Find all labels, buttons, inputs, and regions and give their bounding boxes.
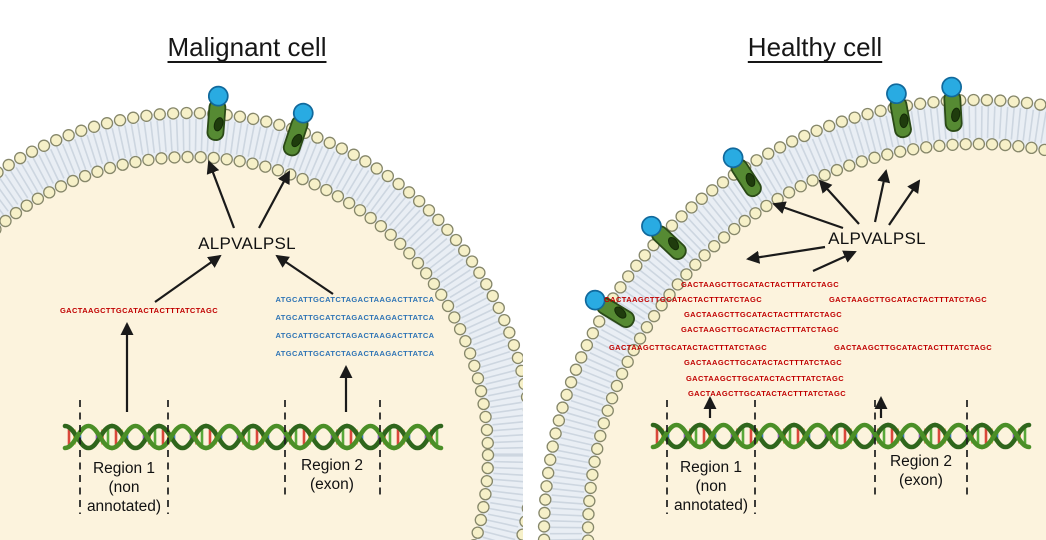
lipid-head-row-inner xyxy=(0,150,495,540)
region1-transcript-sequence: GACTAAGCTTGCATACTACTTTATCTAGC xyxy=(680,325,840,334)
arrow-sequence-to-peptide xyxy=(812,250,857,273)
region1-transcript-sequence: GACTAAGCTTGCATACTACTTTATCTAGC xyxy=(603,295,763,304)
lipid-head-row-outer xyxy=(0,106,523,540)
region2-label: Region 2 (exon) xyxy=(301,456,363,494)
region1-label: Region 1 (non annotated) xyxy=(87,459,161,516)
lipid-tails xyxy=(550,106,1046,540)
region2-label: Region 2 (exon) xyxy=(890,452,952,490)
arrow-peptide-to-receptor xyxy=(258,170,290,229)
arrow-peptide-to-receptor xyxy=(206,160,236,229)
region-boundaries xyxy=(666,400,968,514)
healthy-cell-drawing xyxy=(537,76,1046,540)
region-label-line: Region 1 xyxy=(92,460,156,477)
region2-transcript-sequence: ATGCATTGCATCTAGACTAAGACTTATCA xyxy=(275,295,435,304)
panel-healthy: Healthy cell ALPVALPSL GACTAAGCTTGCATACT… xyxy=(523,0,1046,540)
lipid-tails xyxy=(0,119,523,540)
region-label-line: (non xyxy=(695,478,727,495)
region1-transcript-sequence: GACTAAGCTTGCATACTACTTTATCTAGC xyxy=(833,343,993,352)
region1-transcript-sequence: GACTAAGCTTGCATACTACTTTATCTAGC xyxy=(59,306,219,315)
region-label-line: Region 2 xyxy=(889,453,953,470)
panel-title: Malignant cell xyxy=(167,32,327,62)
region-label-line: Region 2 xyxy=(300,457,364,474)
region-label-line: annotated) xyxy=(673,497,749,514)
region2-transcript-block: ATGCATTGCATCTAGACTAAGACTTATCA ATGCATTGCA… xyxy=(276,291,435,363)
malignant-cell-drawing xyxy=(0,85,523,540)
region1-transcript-sequence: GACTAAGCTTGCATACTACTTTATCTAGC xyxy=(608,343,768,352)
region2-transcript-sequence: ATGCATTGCATCTAGACTAAGACTTATCA xyxy=(275,331,435,340)
cell-malignant xyxy=(0,85,523,540)
arrows xyxy=(120,160,353,412)
panel-malignant: Malignant cell ALPVALPSL GACTAAGCTTGCATA… xyxy=(0,32,523,540)
region1-transcript-sequence: GACTAAGCTTGCATACTACTTTATCTAGC xyxy=(687,389,847,398)
arrow-peptide-to-receptor xyxy=(888,179,921,226)
peptide-label: ALPVALPSL xyxy=(828,229,926,248)
arrow-peptide-to-receptor xyxy=(772,201,844,230)
arrow-sequence-to-peptide xyxy=(275,254,334,295)
arrow-peptide-to-receptor xyxy=(873,169,891,223)
region-boundaries xyxy=(79,400,381,514)
region-label-line: (exon) xyxy=(310,476,354,493)
mhc-receptor xyxy=(940,76,965,133)
region2-transcript-sequence: ATGCATTGCATCTAGACTAAGACTTATCA xyxy=(275,313,435,322)
region1-transcript-sequence: GACTAAGCTTGCATACTACTTTATCTAGC xyxy=(828,295,988,304)
arrows xyxy=(703,169,921,418)
region-label-line: annotated) xyxy=(86,498,162,515)
lipid-head-row-inner xyxy=(581,137,1046,540)
region1-transcript-sequence: GACTAAGCTTGCATACTACTTTATCTAGC xyxy=(683,310,843,319)
arrow-peptide-to-receptor xyxy=(746,245,826,264)
region1-transcript-sequence: GACTAAGCTTGCATACTACTTTATCTAGC xyxy=(683,358,843,367)
region1-label: Region 1 (non annotated) xyxy=(674,458,748,515)
region1-transcript-sequence: GACTAAGCTTGCATACTACTTTATCTAGC xyxy=(680,280,840,289)
panel-title: Healthy cell xyxy=(747,32,883,62)
arrow-sequence-to-peptide xyxy=(154,254,222,303)
region2-transcript-sequence: ATGCATTGCATCTAGACTAAGACTTATCA xyxy=(275,349,435,358)
lipid-head-row-outer xyxy=(537,93,1046,540)
peptide-label: ALPVALPSL xyxy=(198,234,296,253)
arrow-peptide-to-receptor xyxy=(818,179,860,225)
region-label-line: Region 1 xyxy=(679,459,743,476)
region-label-line: (exon) xyxy=(899,472,943,489)
cell-healthy xyxy=(537,76,1046,540)
region1-transcript-sequence: GACTAAGCTTGCATACTACTTTATCTAGC xyxy=(685,374,845,383)
region-label-line: (non xyxy=(108,479,140,496)
